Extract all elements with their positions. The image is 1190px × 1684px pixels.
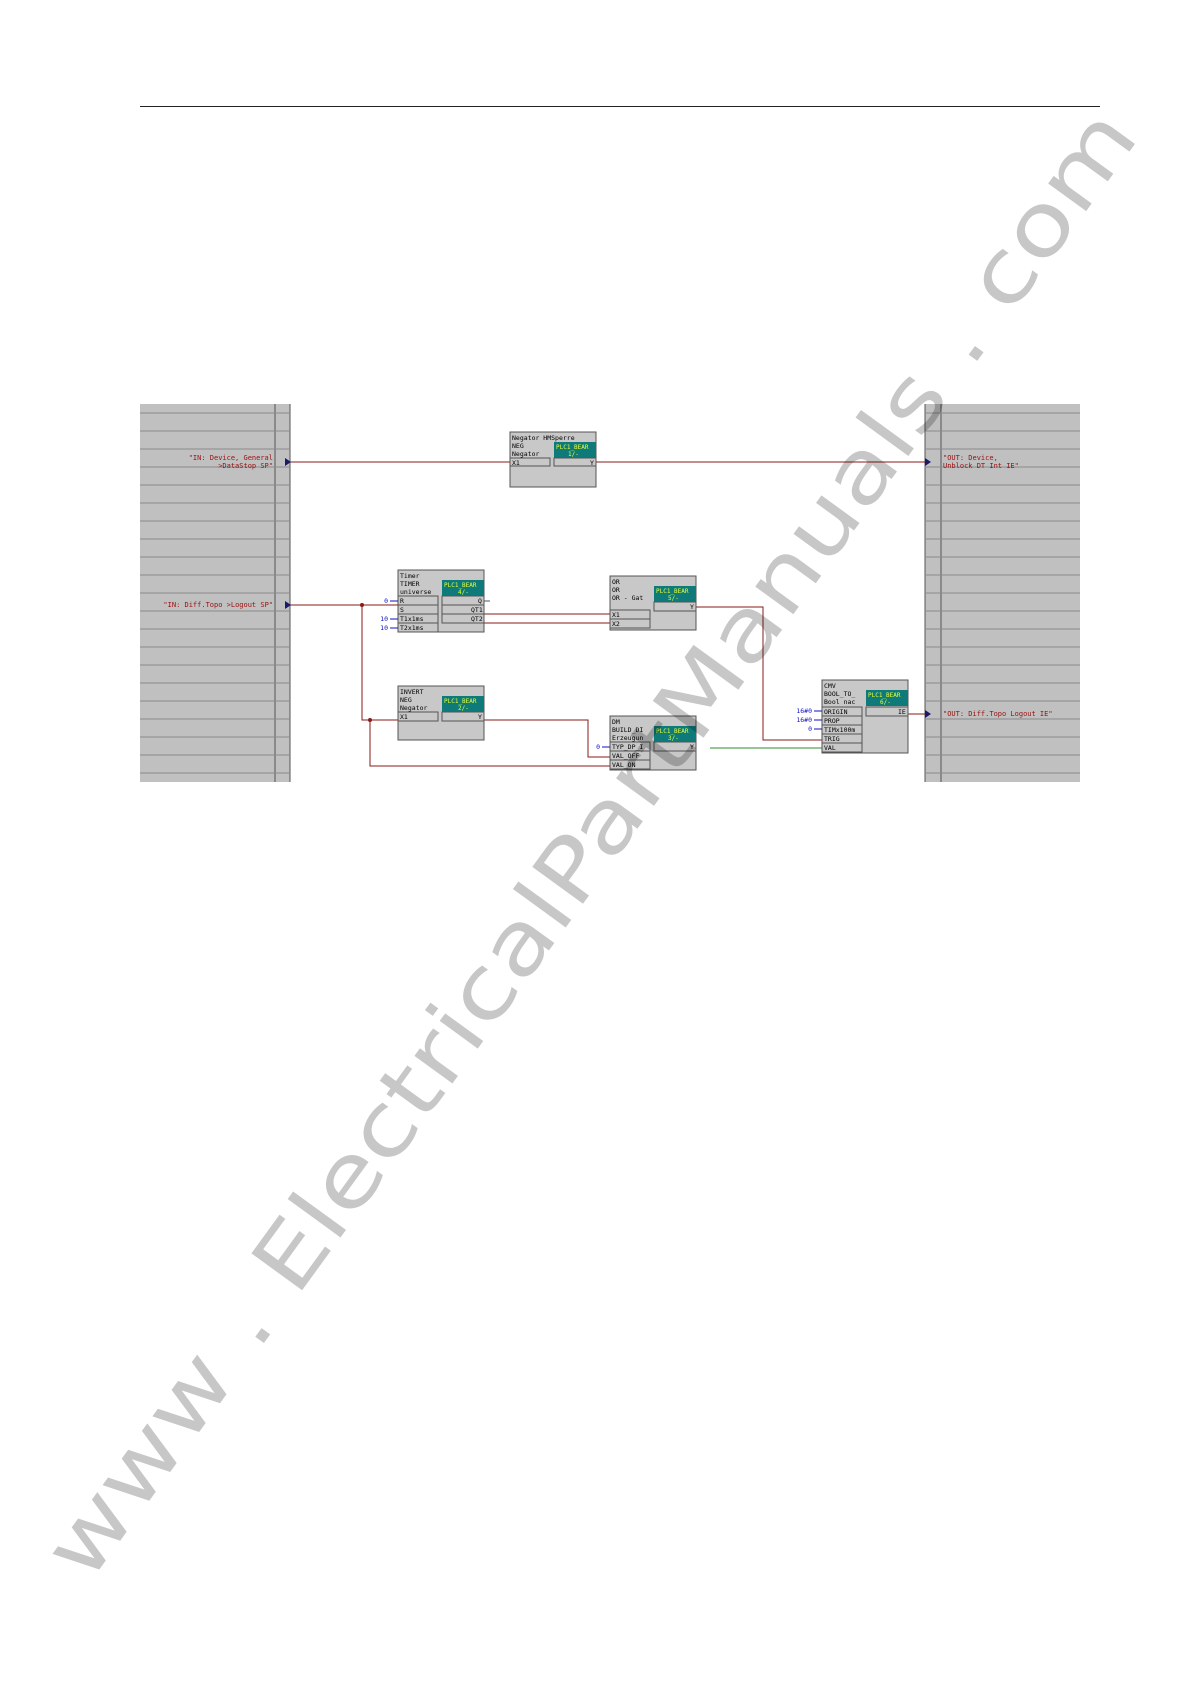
const-value: 0 xyxy=(596,743,600,751)
svg-text:INVERT: INVERT xyxy=(400,688,424,696)
wires xyxy=(290,461,925,767)
svg-text:6/-: 6/- xyxy=(880,699,891,706)
signal-out-unblock-line2: Unblock DT Int IE" xyxy=(943,462,1019,470)
cmv-block[interactable]: CMV BOOL_TO_ Bool nac PLC1_BEAR 6/- ORIG… xyxy=(796,679,909,754)
svg-text:Y: Y xyxy=(690,603,694,611)
svg-text:2/-: 2/- xyxy=(458,705,469,712)
svg-text:TYP_DP_I: TYP_DP_I xyxy=(612,743,643,751)
block-desc: Negator xyxy=(512,450,539,458)
svg-text:TIMER: TIMER xyxy=(400,580,420,588)
svg-text:OR - Gat: OR - Gat xyxy=(612,594,643,602)
header-rule xyxy=(140,106,1100,107)
svg-text:VAL: VAL xyxy=(824,744,836,752)
timer-block[interactable]: Timer TIMER universe PLC1_BEAR 4/- R S T… xyxy=(380,569,490,633)
svg-text:CMV: CMV xyxy=(824,682,836,690)
instance-label xyxy=(554,442,596,458)
svg-text:4/-: 4/- xyxy=(458,589,469,596)
signal-in-logout: "IN: Diff.Topo >Logout SP" xyxy=(163,601,273,609)
instance-label xyxy=(442,696,484,712)
instance-label xyxy=(654,586,696,602)
watermark-text: www . ElectricalPartManuals . com xyxy=(24,90,1157,1597)
instance-label xyxy=(654,726,696,742)
svg-text:TIMx100m: TIMx100m xyxy=(824,726,855,734)
svg-text:VAL_OFF: VAL_OFF xyxy=(612,752,639,760)
junction-dot xyxy=(360,603,364,607)
svg-text:Erzeugun: Erzeugun xyxy=(612,734,643,742)
svg-text:X1: X1 xyxy=(512,459,520,467)
svg-text:R: R xyxy=(400,597,404,605)
svg-text:T2x1ms: T2x1ms xyxy=(400,624,424,632)
svg-text:PLC1_BEAR: PLC1_BEAR xyxy=(656,728,689,735)
const-value: 16#0 xyxy=(796,716,812,724)
wire-logout-main xyxy=(290,604,398,721)
svg-text:PLC1_BEAR: PLC1_BEAR xyxy=(444,698,477,705)
wire-or-to-trig xyxy=(670,606,822,741)
svg-text:Q: Q xyxy=(478,597,482,605)
instance-label xyxy=(866,690,908,706)
svg-text:PLC1_BEAR: PLC1_BEAR xyxy=(868,692,901,699)
connector-arrow xyxy=(925,710,931,718)
svg-text:ORIGIN: ORIGIN xyxy=(824,708,848,716)
negator-block[interactable]: Negator HMSperre NEG Negator PLC1_BEAR 1… xyxy=(509,431,597,488)
svg-text:QT1: QT1 xyxy=(471,606,483,614)
svg-text:X2: X2 xyxy=(612,620,620,628)
svg-text:T1x1ms: T1x1ms xyxy=(400,615,424,623)
svg-text:BUILD_DI: BUILD_DI xyxy=(612,726,643,734)
left-signal-margin xyxy=(140,404,291,782)
svg-text:X1: X1 xyxy=(400,713,408,721)
svg-text:Y: Y xyxy=(690,743,694,751)
svg-text:BOOL_TO_: BOOL_TO_ xyxy=(824,690,855,698)
block-title: Negator HMSperre xyxy=(512,434,575,442)
cfc-logic-diagram: "IN: Device, General >DataStop SP" "IN: … xyxy=(140,404,1080,782)
svg-text:PLC1_BEAR: PLC1_BEAR xyxy=(656,588,689,595)
const-value: 0 xyxy=(384,597,388,605)
junction-dot xyxy=(368,718,372,722)
dm-block[interactable]: DM BUILD_DI Erzeugun PLC1_BEAR 3/- TYP_D… xyxy=(596,715,697,771)
svg-text:Negator: Negator xyxy=(400,704,427,712)
svg-text:universe: universe xyxy=(400,588,431,596)
svg-text:Y: Y xyxy=(478,713,482,721)
or-block[interactable]: OR OR OR - Gat PLC1_BEAR 5/- X1 X2 Y xyxy=(609,575,697,631)
const-value: 0 xyxy=(808,725,812,733)
svg-text:OR: OR xyxy=(612,586,620,594)
wire-logout-to-valon xyxy=(369,720,638,767)
svg-text:Y: Y xyxy=(590,459,594,467)
invert-block[interactable]: INVERT NEG Negator PLC1_BEAR 2/- X1 Y xyxy=(397,685,485,741)
signal-in-datastop-line2: >DataStop SP" xyxy=(218,462,273,470)
svg-text:Timer: Timer xyxy=(400,572,420,580)
const-value: 10 xyxy=(380,624,388,632)
svg-text:VAL_ON: VAL_ON xyxy=(612,761,636,769)
signal-in-datastop-line1: "IN: Device, General xyxy=(189,454,273,462)
svg-text:NEG: NEG xyxy=(400,696,412,704)
svg-text:TRIG: TRIG xyxy=(824,735,840,743)
svg-text:PLC1_BEAR: PLC1_BEAR xyxy=(444,582,477,589)
svg-text:PLC1_BEAR: PLC1_BEAR xyxy=(556,444,589,451)
block-type: NEG xyxy=(512,442,524,450)
const-value: 10 xyxy=(380,615,388,623)
connector-arrow xyxy=(925,458,931,466)
signal-out-unblock-line1: "OUT: Device, xyxy=(943,454,998,462)
connector-arrow xyxy=(285,601,291,609)
svg-text:IE: IE xyxy=(898,708,906,716)
svg-text:S: S xyxy=(400,606,404,614)
svg-text:Bool nac: Bool nac xyxy=(824,698,855,706)
right-signal-margin xyxy=(924,404,1080,782)
svg-text:DM: DM xyxy=(612,718,620,726)
connector-arrow xyxy=(285,458,291,466)
svg-text:OR: OR xyxy=(612,578,620,586)
svg-text:QT2: QT2 xyxy=(471,615,483,623)
svg-text:X1: X1 xyxy=(612,611,620,619)
signal-out-logout: "OUT: Diff.Topo Logout IE" xyxy=(943,710,1053,718)
svg-text:3/-: 3/- xyxy=(668,735,679,742)
svg-text:1/-: 1/- xyxy=(568,451,579,458)
svg-text:5/-: 5/- xyxy=(668,595,679,602)
instance-label xyxy=(442,580,484,596)
svg-text:PROP: PROP xyxy=(824,717,840,725)
const-value: 16#0 xyxy=(796,707,812,715)
